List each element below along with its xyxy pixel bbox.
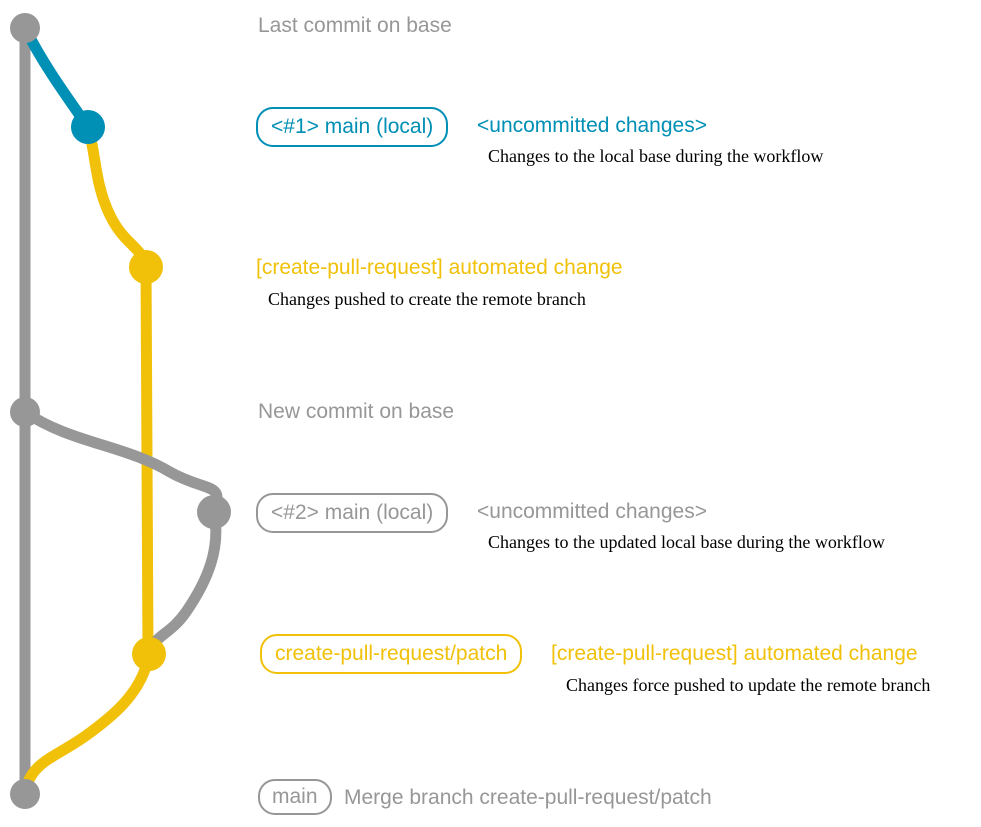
- branch-label-main: main: [258, 779, 332, 815]
- caption-uncommitted-1: Changes to the local base during the wor…: [488, 146, 824, 166]
- branch-curve-rebase: [144, 506, 222, 658]
- branch-label-patch: create-pull-request/patch: [260, 634, 523, 674]
- caption-automated-2: Changes force pushed to update the remot…: [566, 675, 931, 695]
- commit-message-automated-1: [create-pull-request] automated change: [256, 256, 623, 279]
- commit-dot-uncommitted-2: [197, 495, 231, 529]
- commit-dot-new-base: [10, 397, 40, 427]
- commit-message-merge: Merge branch create-pull-request/patch: [344, 786, 712, 809]
- commit-dot-automated-2: [132, 637, 166, 671]
- commit-message-automated-2: [create-pull-request] automated change: [551, 642, 918, 665]
- commit-message-new-base: New commit on base: [258, 400, 455, 423]
- commit-dot-merge: [10, 779, 40, 809]
- commit-message-uncommitted-1: <uncommitted changes>: [477, 114, 707, 137]
- caption-uncommitted-2: Changes to the updated local base during…: [488, 532, 885, 552]
- commit-dot-automated-1: [129, 250, 163, 284]
- branch-curve-merge: [19, 649, 155, 798]
- commit-dot-last-base: [10, 13, 40, 43]
- commit-message-uncommitted-2: <uncommitted changes>: [477, 500, 707, 523]
- branch-curve-patch-out: [82, 121, 152, 270]
- branch-curve-local-main-2: [19, 406, 223, 516]
- branch-curve-local-main-1: [19, 22, 94, 133]
- commit-message-last-base: Last commit on base: [258, 14, 452, 37]
- branch-label-main-local-2: <#2> main (local): [256, 493, 449, 533]
- commit-dot-uncommitted-1: [71, 110, 105, 144]
- branch-label-main-local-1: <#1> main (local): [256, 107, 449, 147]
- caption-automated-1: Changes pushed to create the remote bran…: [268, 289, 586, 309]
